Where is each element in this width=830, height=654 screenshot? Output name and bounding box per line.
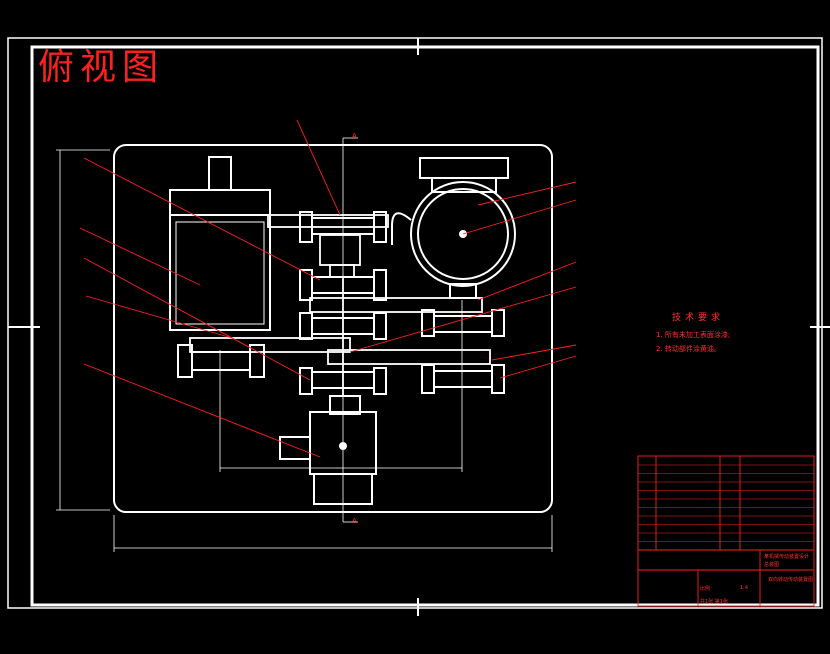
technical-note: 1. 所有未加工表面涂漆; xyxy=(656,331,731,339)
title-block-scale-label: 比例 xyxy=(700,586,711,592)
bearing-blocks xyxy=(177,211,505,395)
leader-lines xyxy=(79,119,577,458)
title-block-sheet: 共1张 第1张 xyxy=(700,599,728,605)
technical-requirements-title: 技术要求 xyxy=(672,313,725,323)
title-block-view-name: 总装图 xyxy=(764,562,780,568)
centering-marks xyxy=(8,38,830,616)
left-motor xyxy=(169,156,271,331)
technical-note: 2. 转动部件涂黄油。 xyxy=(656,345,721,353)
title-block-rows xyxy=(638,464,814,542)
section-label-bottom: A xyxy=(352,517,357,525)
dimension-lines xyxy=(56,149,553,552)
view-title: 俯视图 xyxy=(38,47,165,88)
title-block-scale: 1:4 xyxy=(740,585,749,591)
title-block-design-title: 某机械传动装置设计 xyxy=(764,554,810,560)
section-line xyxy=(342,137,358,523)
inner-frame xyxy=(30,45,820,607)
belts-and-shafts xyxy=(189,214,491,396)
bottom-gearbox xyxy=(279,395,377,505)
title-block xyxy=(637,455,815,607)
title-block-drawing-name: 双向转动传动装置图 xyxy=(768,577,814,583)
right-motor xyxy=(391,157,516,299)
outer-frame xyxy=(7,37,823,609)
section-label-top: A xyxy=(352,132,357,140)
base-plate xyxy=(113,144,553,513)
